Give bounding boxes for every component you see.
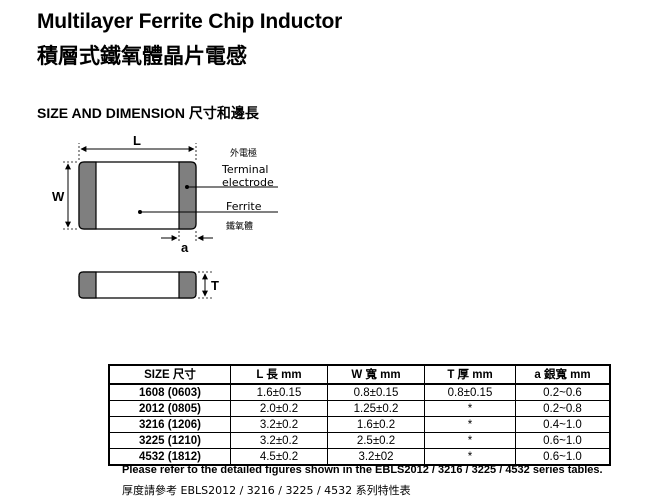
table-row: 4532 (1812) 4.5±0.2 3.2±02 * 0.6~1.0 bbox=[108, 448, 611, 466]
right-electrode bbox=[178, 161, 197, 230]
chip-side-view bbox=[78, 271, 197, 299]
table-row: 2012 (0805) 2.0±0.2 1.25±0.2 * 0.2~0.8 bbox=[108, 400, 611, 417]
cell-width: 2.5±0.2 bbox=[327, 432, 425, 449]
dim-T-label: T bbox=[211, 278, 219, 293]
dim-a-label: a bbox=[181, 240, 189, 255]
dimension-a: a bbox=[161, 231, 213, 255]
ferrite-label-en: Ferrite bbox=[226, 200, 262, 213]
cell-size: 4532 (1812) bbox=[108, 448, 231, 466]
cell-width: 0.8±0.15 bbox=[327, 383, 425, 401]
cell-length: 1.6±0.15 bbox=[230, 383, 328, 401]
header-length: L 長 mm bbox=[230, 364, 328, 385]
electrode-label-zh: 外電極 bbox=[230, 147, 257, 159]
cell-size: 3216 (1206) bbox=[108, 416, 231, 433]
cell-size: 2012 (0805) bbox=[108, 400, 231, 417]
cell-size: 1608 (0603) bbox=[108, 383, 231, 401]
cell-thickness: * bbox=[424, 432, 516, 449]
cell-electrode-width: 0.6~1.0 bbox=[515, 448, 611, 466]
dim-L-label: L bbox=[133, 133, 141, 148]
cell-electrode-width: 0.2~0.6 bbox=[515, 383, 611, 401]
table-header-row: SIZE 尺寸 L 長 mm W 寬 mm T 厚 mm a 銀寬 mm bbox=[108, 364, 611, 385]
electrode-label-en-2: electrode bbox=[222, 176, 274, 189]
cell-width: 1.25±0.2 bbox=[327, 400, 425, 417]
title-chinese: 積層式鐵氧體晶片電感 bbox=[37, 44, 247, 68]
size-dimension-table: SIZE 尺寸 L 長 mm W 寬 mm T 厚 mm a 銀寬 mm 160… bbox=[108, 364, 611, 466]
cell-length: 2.0±0.2 bbox=[230, 400, 328, 417]
dimension-T: T bbox=[198, 271, 219, 299]
title-english: Multilayer Ferrite Chip Inductor bbox=[37, 10, 343, 33]
header-width: W 寬 mm bbox=[327, 364, 425, 385]
table-row: 1608 (0603) 1.6±0.15 0.8±0.15 0.8±0.15 0… bbox=[108, 383, 611, 401]
cell-electrode-width: 0.4~1.0 bbox=[515, 416, 611, 433]
dimension-L: L bbox=[78, 133, 197, 160]
cell-width: 3.2±02 bbox=[327, 448, 425, 466]
cell-length: 3.2±0.2 bbox=[230, 416, 328, 433]
ferrite-label-zh: 鐵氧體 bbox=[226, 220, 253, 232]
cell-width: 1.6±0.2 bbox=[327, 416, 425, 433]
left-electrode bbox=[78, 161, 97, 230]
footnote-chinese: 厚度請參考 EBLS2012 / 3216 / 3225 / 4532 系列特性… bbox=[122, 484, 411, 497]
section-heading: SIZE AND DIMENSION 尺寸和邊長 bbox=[37, 105, 259, 121]
header-thickness: T 厚 mm bbox=[424, 364, 516, 385]
cell-thickness: 0.8±0.15 bbox=[424, 383, 516, 401]
cell-thickness: * bbox=[424, 400, 516, 417]
header-electrode-width: a 銀寬 mm bbox=[515, 364, 611, 385]
cell-thickness: * bbox=[424, 448, 516, 466]
cell-thickness: * bbox=[424, 416, 516, 433]
dim-W-label: W bbox=[52, 189, 65, 204]
footnote-english: Please refer to the detailed figures sho… bbox=[122, 464, 603, 476]
dimension-W: W bbox=[52, 161, 77, 230]
table-row: 3216 (1206) 3.2±0.2 1.6±0.2 * 0.4~1.0 bbox=[108, 416, 611, 433]
electrode-label-en-1: Terminal bbox=[221, 163, 269, 176]
cell-length: 4.5±0.2 bbox=[230, 448, 328, 466]
leader-lines bbox=[138, 185, 278, 214]
table-row: 3225 (1210) 3.2±0.2 2.5±0.2 * 0.6~1.0 bbox=[108, 432, 611, 449]
cell-electrode-width: 0.6~1.0 bbox=[515, 432, 611, 449]
header-size: SIZE 尺寸 bbox=[108, 364, 231, 385]
cell-electrode-width: 0.2~0.8 bbox=[515, 400, 611, 417]
cell-size: 3225 (1210) bbox=[108, 432, 231, 449]
chip-top-view bbox=[78, 161, 197, 230]
cell-length: 3.2±0.2 bbox=[230, 432, 328, 449]
